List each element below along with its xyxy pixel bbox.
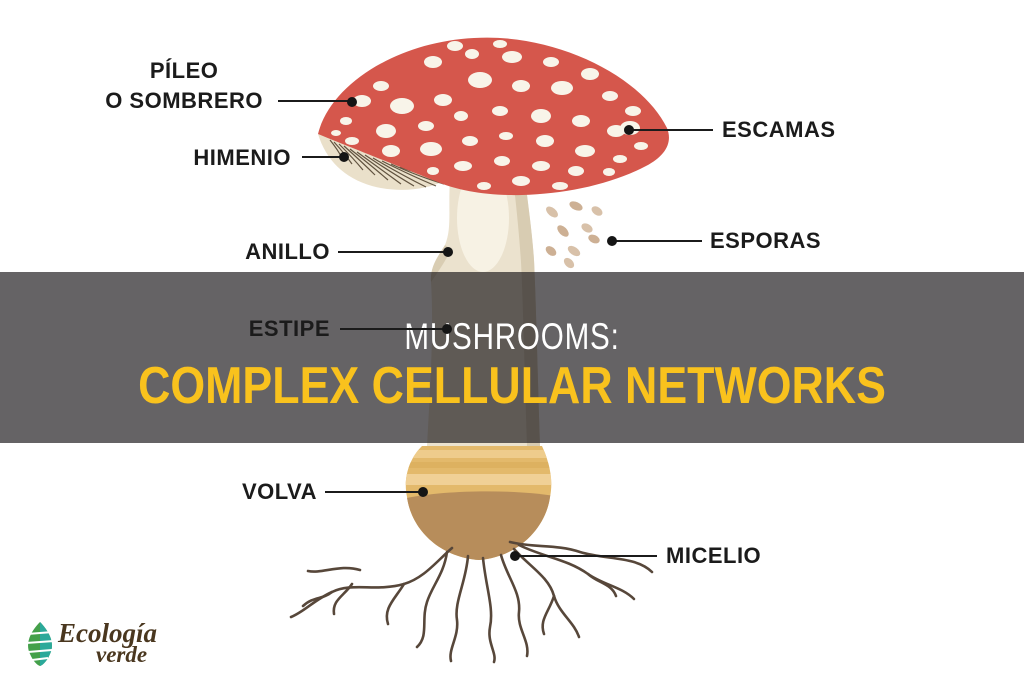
label-anillo: ANILLO [245, 239, 330, 264]
connector-line-pileo [278, 100, 350, 102]
spores [545, 201, 603, 269]
logo-word-bottom: verde [96, 642, 148, 667]
connector-dot-micelio [510, 551, 520, 561]
connector-dot-escamas [624, 125, 634, 135]
label-micelio: MICELIO [666, 543, 762, 568]
connector-dot-estipe [442, 324, 452, 334]
label-esporas: ESPORAS [710, 228, 822, 253]
label-estipe: ESTIPE [248, 316, 330, 341]
connector-line-volva [325, 491, 419, 493]
connector-dot-himenio [339, 152, 349, 162]
cap-pileo [318, 37, 669, 196]
label-himenio: HIMENIO [193, 145, 291, 170]
label-escamas: ESCAMAS [722, 117, 836, 142]
connector-line-micelio [517, 555, 657, 557]
connector-line-esporas [612, 240, 702, 242]
mycelium [289, 540, 654, 664]
label-pileo-line1: PÍLEO [149, 58, 219, 83]
leaf-icon [25, 622, 55, 666]
label-pileo: PÍLEO O SOMBRERO [105, 60, 263, 112]
connector-dot-pileo [347, 97, 357, 107]
connector-dot-anillo [443, 247, 453, 257]
connector-line-escamas [629, 129, 713, 131]
connector-dot-esporas [607, 236, 617, 246]
ecologiaverde-logo: Ecología verde [24, 616, 174, 674]
logo-word-top: Ecología [58, 618, 157, 648]
label-pileo-line2: O SOMBRERO [105, 88, 263, 113]
banner-subtitle: COMPLEX CELLULAR NETWORKS [138, 357, 886, 415]
banner-title: MUSHROOMS: [404, 316, 620, 357]
title-banner: MUSHROOMS: COMPLEX CELLULAR NETWORKS [0, 272, 1024, 443]
connector-line-estipe [340, 328, 443, 330]
connector-line-himenio [302, 156, 342, 158]
label-volva: VOLVA [241, 479, 317, 504]
cap-spots [331, 40, 648, 190]
connector-line-anillo [338, 251, 444, 253]
connector-dot-volva [418, 487, 428, 497]
